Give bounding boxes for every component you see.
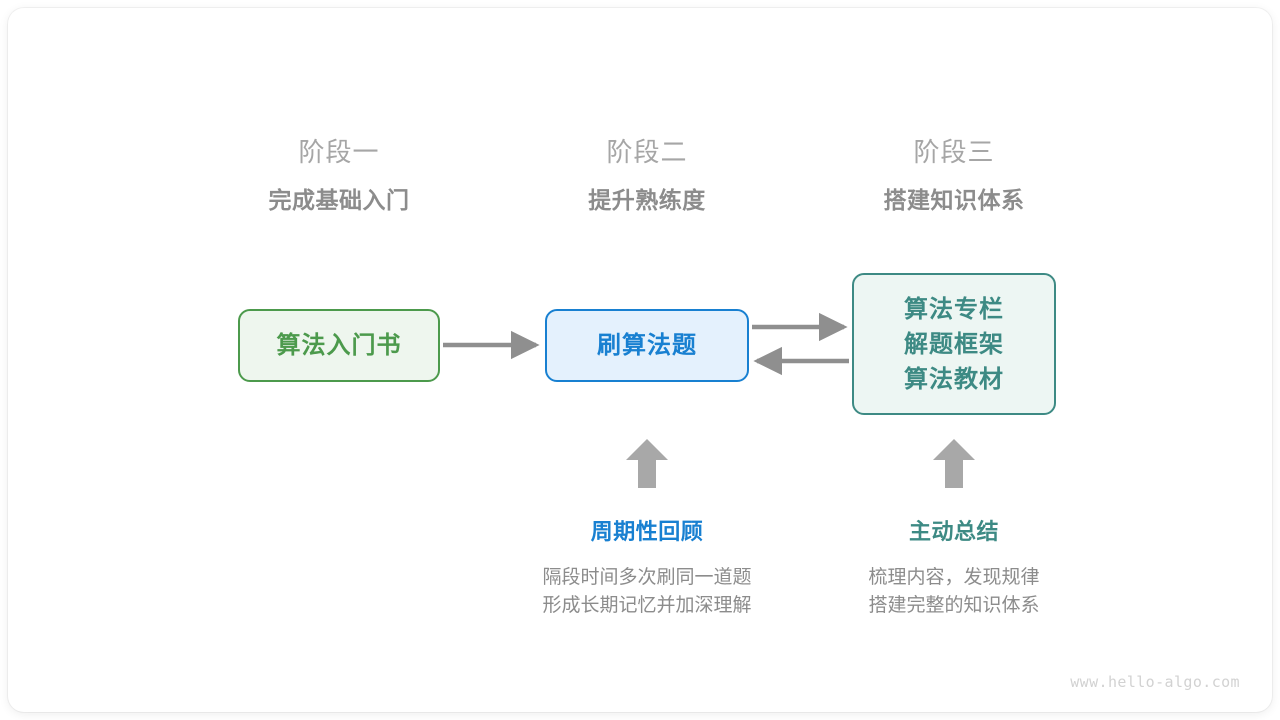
node-book-line-1: 算法入门书 [276, 332, 402, 359]
stage-3-title: 搭建知识体系 [883, 187, 1025, 213]
annotation-summary-title: 主动总结 [908, 519, 999, 544]
diagram-card: 阶段一 完成基础入门 阶段二 提升熟练度 阶段三 搭建知识体系 [8, 8, 1272, 712]
annotation-review-desc-line-2: 形成长期记忆并加深理解 [542, 595, 752, 616]
stage-2-label: 阶段二 [606, 137, 688, 167]
node-practice-problems[interactable]: 刷算法题 [545, 309, 749, 382]
stage-header-1: 阶段一 完成基础入门 [199, 135, 479, 216]
node-knowledge-line-2: 解题框架 [904, 330, 1004, 358]
up-arrow-review [626, 439, 668, 488]
stage-header-2: 阶段二 提升熟练度 [507, 135, 787, 216]
annotation-active-summary: 主动总结 梳理内容，发现规律 搭建完整的知识体系 [794, 517, 1114, 620]
node-practice-line-1: 刷算法题 [597, 332, 697, 359]
up-arrow-summary [933, 439, 975, 488]
stage-2-title: 提升熟练度 [588, 187, 706, 213]
annotation-review-title: 周期性回顾 [590, 519, 704, 544]
annotation-periodic-review: 周期性回顾 隔段时间多次刷同一道题 形成长期记忆并加深理解 [487, 517, 807, 620]
annotation-summary-desc-line-1: 梳理内容，发现规律 [868, 567, 1040, 588]
node-algorithm-intro-book[interactable]: 算法入门书 [238, 309, 440, 382]
watermark-url: www.hello-algo.com [1070, 673, 1240, 691]
annotation-summary-desc: 梳理内容，发现规律 搭建完整的知识体系 [794, 564, 1114, 620]
annotation-summary-desc-line-2: 搭建完整的知识体系 [868, 595, 1040, 616]
annotation-review-desc-line-1: 隔段时间多次刷同一道题 [542, 567, 752, 588]
annotation-review-desc: 隔段时间多次刷同一道题 形成长期记忆并加深理解 [487, 564, 807, 620]
node-knowledge-line-1: 算法专栏 [904, 295, 1004, 323]
stage-1-label: 阶段一 [298, 137, 380, 167]
node-knowledge-line-3: 算法教材 [904, 365, 1004, 393]
stage-3-label: 阶段三 [913, 137, 995, 167]
stage-header-3: 阶段三 搭建知识体系 [814, 135, 1094, 216]
stage-1-title: 完成基础入门 [268, 187, 410, 213]
node-knowledge-resources[interactable]: 算法专栏 解题框架 算法教材 [852, 273, 1056, 415]
